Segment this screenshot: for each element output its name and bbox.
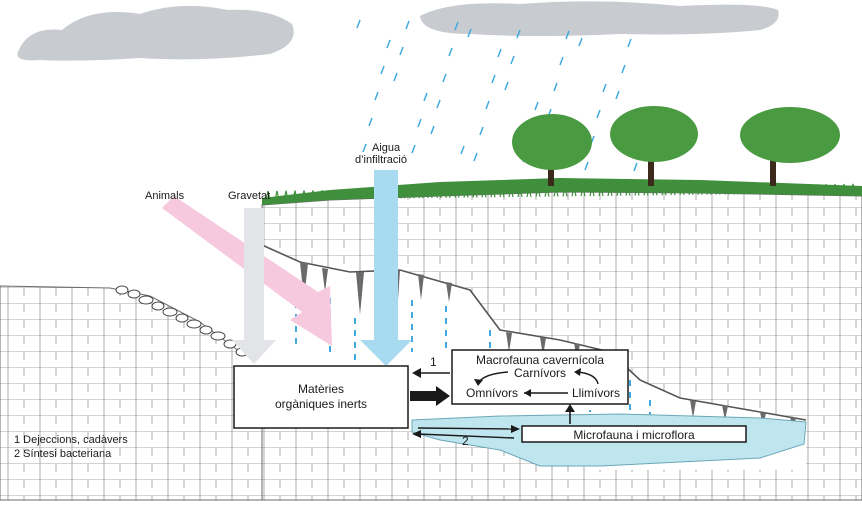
legend-item-1: 1 Dejeccions, cadàvers <box>14 434 128 446</box>
arrow-inert-to-macrofauna <box>410 386 450 406</box>
tree-2 <box>610 106 698 186</box>
cave-ceiling-line <box>261 244 807 421</box>
arrow-1-number: 1 <box>430 355 437 369</box>
lower-rock-mass <box>0 285 263 501</box>
cloud-right <box>420 1 779 37</box>
inert-organic-matter-box: Matèries orgàniques inerts <box>233 365 409 429</box>
cloud-left <box>17 5 294 61</box>
tree-3 <box>740 107 840 186</box>
gravity-label: Gravetat <box>228 190 270 202</box>
arrow-1-dejections <box>412 368 450 378</box>
infiltration-label-line2: d’infiltració <box>355 154 407 166</box>
macrofauna-box: Macrofauna cavernícola Carnívors Omnívor… <box>451 349 629 405</box>
tree-1 <box>512 114 592 186</box>
gravity-arrow <box>232 208 276 364</box>
omnivores-label: Omnívors <box>466 386 518 400</box>
inert-label-line2: orgàniques inerts <box>275 397 367 411</box>
carnivores-label: Carnívors <box>514 366 566 380</box>
arrow-inert-to-microfauna <box>417 425 520 433</box>
infiltration-label-line1: Aigua <box>372 142 401 154</box>
microfauna-label: Microfauna i microflora <box>573 428 695 442</box>
water-infiltration-arrow <box>360 170 412 366</box>
microfauna-box: Microfauna i microflora <box>521 425 747 443</box>
macrofauna-title: Macrofauna cavernícola <box>476 353 604 367</box>
arrow-microfauna-to-macrofauna <box>565 404 575 424</box>
arrow-2-bacterial-synthesis <box>412 430 515 439</box>
animals-label: Animals <box>145 190 185 202</box>
arrow-2-number: 2 <box>462 434 469 448</box>
inert-label-line1: Matèries <box>298 382 344 396</box>
limivores-label: Llimívors <box>572 386 620 400</box>
limivores-to-carnivores-arrow <box>577 371 599 385</box>
legend-item-2: 2 Síntesi bacteriana <box>14 448 112 460</box>
